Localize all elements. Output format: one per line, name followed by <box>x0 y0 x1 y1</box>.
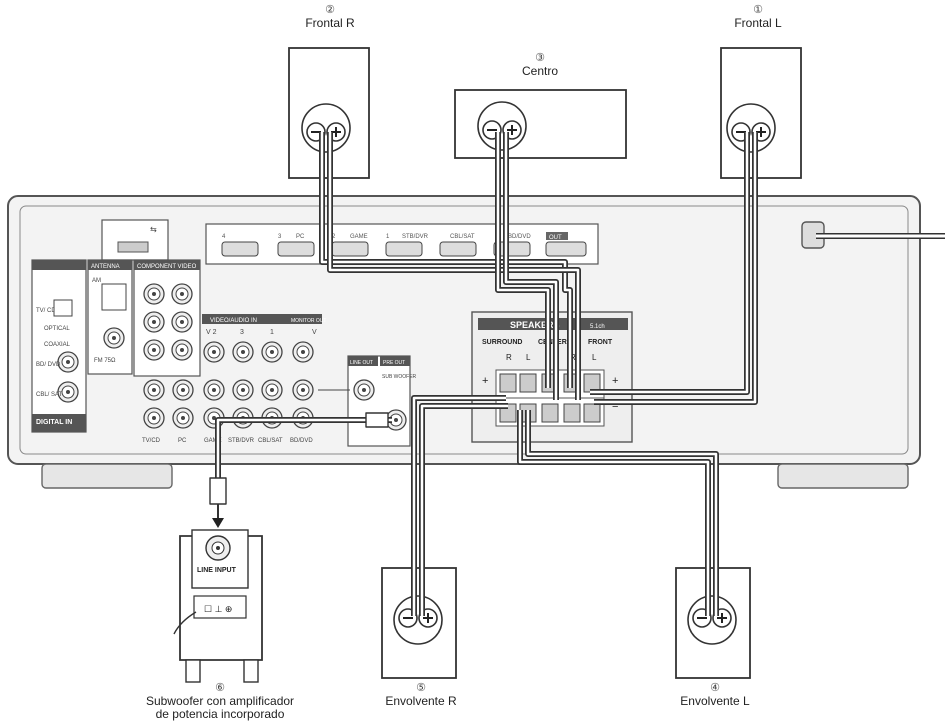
av-col-label: GAME <box>204 438 222 444</box>
av-col-label: BD/DVD <box>290 438 313 444</box>
plus-sign: + <box>482 375 488 387</box>
antenna-label: ANTENNA <box>91 264 120 270</box>
front-l-label: L <box>592 353 597 362</box>
component-label: COMPONENT VIDEO <box>137 264 197 270</box>
front-r-caption: ② Frontal R <box>290 4 370 30</box>
video-audio-in-section: VIDEO/AUDIO IN V 2 3 1 TV/CD PC GAME STB… <box>142 314 314 444</box>
subwoofer-label-line1: Subwoofer con amplificador <box>145 694 295 708</box>
pre-out-label: PRE OUT <box>383 360 405 366</box>
subwoofer-unit: LINE INPUT ☐ ⊥ ⊕ <box>173 529 263 683</box>
speaker-cables <box>209 132 758 616</box>
surround-l-number: ④ <box>710 682 720 694</box>
bd-dvd-label: BD/ DVD <box>36 362 61 368</box>
subwoofer-caption: ⑥ Subwoofer con amplificador de potencia… <box>130 682 310 721</box>
hdmi-label: CBL/SAT <box>450 234 475 240</box>
av-col-label: CBL/SAT <box>258 438 283 444</box>
front-r-label: Frontal R <box>305 16 355 30</box>
optical-label: OPTICAL <box>44 326 70 332</box>
hdmi-label: PC <box>296 234 305 240</box>
line-input-label: LINE INPUT <box>197 567 237 574</box>
coaxial-label: COAXIAL <box>44 342 71 348</box>
surround-r-label: Envolvente R <box>385 694 457 708</box>
surround-l-label: L <box>526 353 531 362</box>
front-l-label: Frontal L <box>734 16 782 30</box>
surround-r-label: R <box>506 353 512 362</box>
digital-in-section: TV/ CD OPTICAL COAXIAL BD/ DVD CBL/ SAT … <box>31 259 87 433</box>
hdmi-section: 4 3 PC 2 GAME 1 STB/DVR CBL/SAT BD/DVD O… <box>205 223 599 265</box>
svg-text:⇆: ⇆ <box>150 225 157 234</box>
speakers-channel: 5.1ch <box>590 324 605 330</box>
minus-sign: − <box>612 401 618 413</box>
antenna-section: ANTENNA AM FM 75Ω <box>87 259 133 375</box>
surround-r-number: ⑤ <box>416 682 426 694</box>
hdmi-label: 4 <box>222 234 226 240</box>
front-label: FRONT <box>588 339 613 346</box>
av-col-label: TV/CD <box>142 438 161 444</box>
hdmi-label: 3 <box>278 234 282 240</box>
svg-text:☐ ⊥ ⊕: ☐ ⊥ ⊕ <box>204 604 232 614</box>
component-video-section: COMPONENT VIDEO <box>133 259 201 377</box>
hdmi-label: 1 <box>386 234 390 240</box>
line-out-label: LINE OUT <box>350 360 373 366</box>
video-audio-in-label: VIDEO/AUDIO IN <box>210 318 257 324</box>
surround-label: SURROUND <box>482 339 522 346</box>
center-label: Centro <box>521 64 559 78</box>
subwoofer-number: ⑥ <box>215 682 225 694</box>
hdmi-label: GAME <box>350 234 368 240</box>
av-col-label: PC <box>178 438 187 444</box>
front-r-number: ② <box>325 4 335 16</box>
speaker-center <box>454 89 627 159</box>
monitor-out-label: MONITOR OUT <box>291 318 326 324</box>
av-top-label: 3 <box>240 329 244 336</box>
av-top-label: 1 <box>270 329 274 336</box>
subwoofer-label-line2: de potencia incorporado <box>155 707 285 721</box>
front-l-caption: ① Frontal L <box>718 4 798 30</box>
subwoofer-jack-label: SUB WOOFER <box>382 374 417 380</box>
plus-sign: + <box>612 375 618 387</box>
tv-cd-label: TV/ CD <box>36 308 56 314</box>
speaker-front-l <box>720 47 802 179</box>
surround-r-caption: ⑤ Envolvente R <box>366 682 476 708</box>
center-label: CENTER <box>538 339 567 346</box>
hdmi-label: BD/DVD <box>508 234 531 240</box>
speakers-panel-title: SPEAKERS <box>510 320 560 330</box>
usb-port: ⇆ <box>101 219 169 261</box>
fm-label: FM 75Ω <box>94 358 116 364</box>
speakers-terminal-panel: SPEAKERS 5.1ch SURROUND CENTER FRONT R L… <box>471 311 633 443</box>
am-label: AM <box>92 278 101 284</box>
surround-l-caption: ④ Envolvente L <box>660 682 770 708</box>
hdmi-out-label: OUT <box>549 235 562 241</box>
surround-l-label: Envolvente L <box>680 694 750 708</box>
cbl-sat-label: CBL/ SAT <box>36 392 63 398</box>
front-l-number: ① <box>753 4 763 16</box>
pre-out-section: LINE OUT PRE OUT SUB WOOFER <box>347 355 417 447</box>
hdmi-label: STB/DVR <box>402 234 429 240</box>
hdmi-label: 2 <box>332 234 336 240</box>
digital-in-label: DIGITAL IN <box>36 419 72 426</box>
center-number: ③ <box>535 52 545 64</box>
av-col-label: STB/DVR <box>228 438 255 444</box>
av-top-label: V 2 <box>206 329 217 336</box>
av-top-label: V <box>312 329 317 336</box>
center-caption: ③ Centro <box>500 52 580 78</box>
monitor-out-section: MONITOR OUT V <box>290 314 326 363</box>
